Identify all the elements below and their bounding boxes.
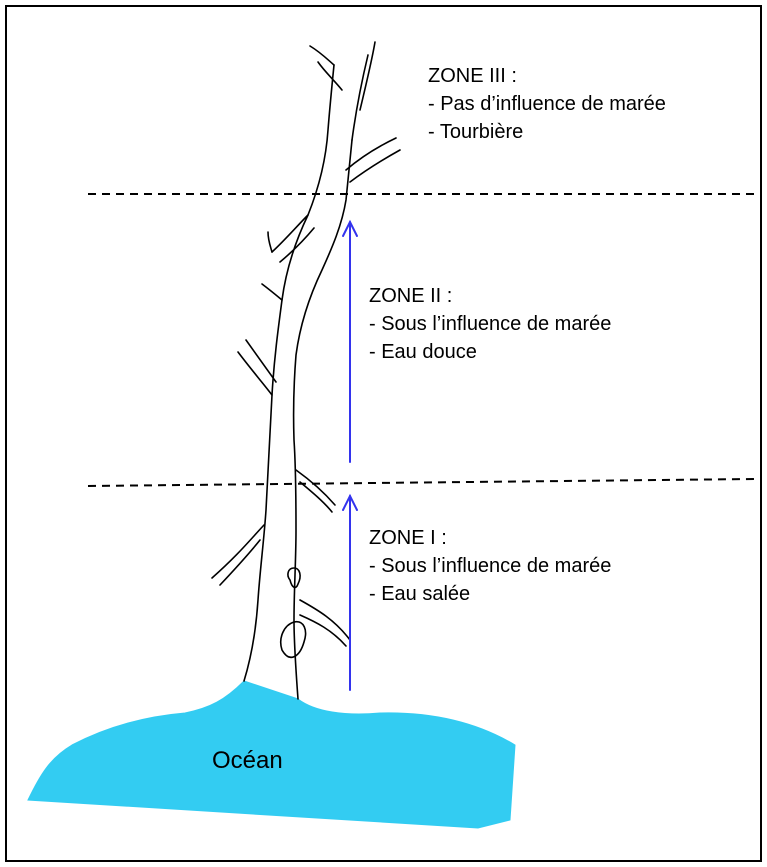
zone-i-label-block: ZONE I : - Sous l’influence de marée - E… [369,524,611,608]
river-outline [211,41,401,700]
diagram-frame [5,5,762,862]
zone-ii-line-2: - Eau douce [369,341,477,363]
zone-ii-label-block: ZONE II : - Sous l’influence de marée - … [369,282,611,366]
zone-iii-label-block: ZONE III : - Pas d’influence de marée - … [428,62,666,146]
zone-iii-title: ZONE III : [428,65,517,87]
ocean-label: Océan [212,747,283,774]
zone-ii-title: ZONE II : [369,285,453,307]
zone-i-line-2: - Eau salée [369,583,471,605]
zone-iii-line-2: - Tourbière [428,121,524,143]
zone-i-title: ZONE I : [369,527,447,549]
arrow-zone1 [342,493,358,691]
zone-i-line-1: - Sous l’influence de marée [369,555,612,577]
zone-ii-line-1: - Sous l’influence de marée [369,313,612,335]
zone-iii-line-1: - Pas d’influence de marée [428,93,666,115]
divider-zone2-zone1 [87,478,756,487]
arrow-zone2 [342,219,358,463]
ocean-shape [27,680,516,829]
